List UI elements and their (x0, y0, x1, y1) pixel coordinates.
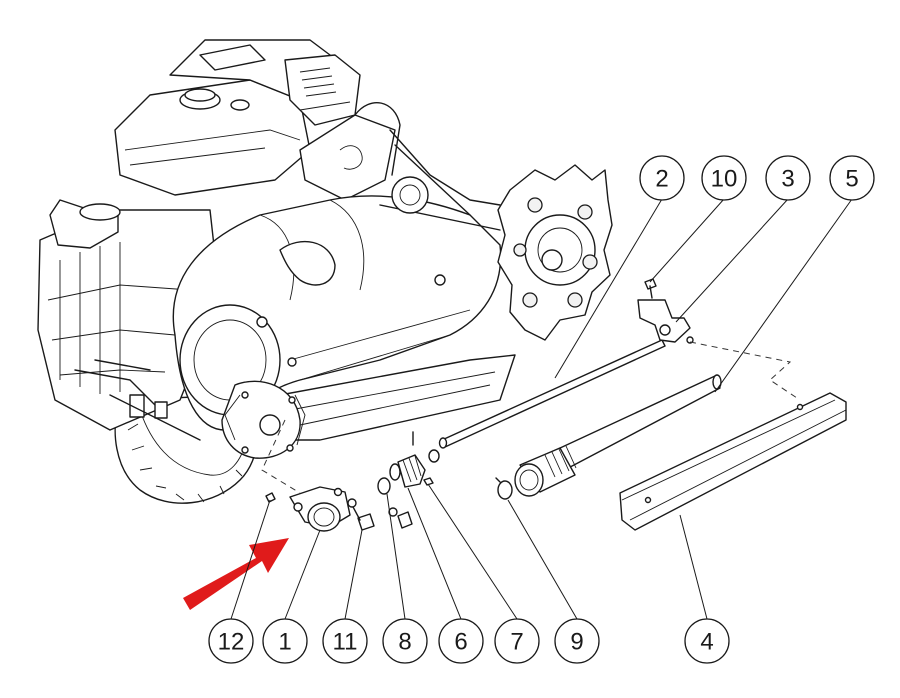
side-gear-face (221, 380, 306, 459)
callout-3-label: 3 (781, 166, 794, 193)
callout-9-label: 9 (570, 629, 583, 656)
side-linkage (74, 359, 201, 441)
exploded-parts (261, 278, 847, 532)
assembly-dashed-line-right (689, 341, 801, 401)
callout-8: 8 (382, 618, 428, 664)
callout-5: 5 (829, 155, 875, 201)
red-pointer-arrow (183, 538, 289, 610)
callout-3: 3 (765, 155, 811, 201)
callout-10-label: 10 (711, 166, 738, 193)
callout-5-label: 5 (845, 166, 858, 193)
frame-arm (379, 129, 501, 231)
callout-12-label: 12 (218, 629, 245, 656)
part-8-ring (377, 477, 391, 495)
callout-2: 2 (639, 155, 685, 201)
callout-7-label: 7 (510, 629, 523, 656)
callout-10: 10 (701, 155, 747, 201)
part-1-gear-cover (289, 486, 351, 532)
part-2-shaft (438, 339, 666, 449)
part-5-tube (514, 374, 722, 497)
callout-2-label: 2 (655, 166, 668, 193)
callout-11: 11 (322, 618, 368, 664)
front-tine-disk (497, 164, 613, 341)
assembly-dashed-line-left (261, 419, 301, 494)
callout-6-label: 6 (454, 629, 467, 656)
part-10-bolt (644, 278, 657, 299)
engine-lower-block (37, 199, 221, 431)
callout-12: 12 (208, 618, 254, 664)
callout-11-label: 11 (333, 629, 358, 656)
part-7-pin (412, 431, 440, 486)
leader-lines (230, 198, 853, 620)
part-12-key (265, 492, 276, 503)
callout-8-label: 8 (398, 629, 411, 656)
callout-1-label: 1 (278, 629, 291, 656)
fastener-bolt (388, 507, 413, 529)
callout-6: 6 (438, 618, 484, 664)
tiller-engine-assembly (37, 39, 613, 504)
callout-9: 9 (554, 618, 600, 664)
engine-top (114, 39, 361, 196)
part-9-clip (495, 477, 513, 500)
callout-1: 1 (262, 618, 308, 664)
part-3-bracket (637, 299, 694, 344)
part-6-coupling (389, 454, 426, 488)
callout-4-label: 4 (700, 629, 713, 656)
callout-4: 4 (684, 618, 730, 664)
callouts: 12 1 11 8 6 7 9 4 (208, 155, 875, 664)
upper-bracket (299, 102, 401, 201)
part-4-channel (619, 392, 847, 531)
callout-7: 7 (494, 618, 540, 664)
part-11-bolt (347, 498, 375, 531)
